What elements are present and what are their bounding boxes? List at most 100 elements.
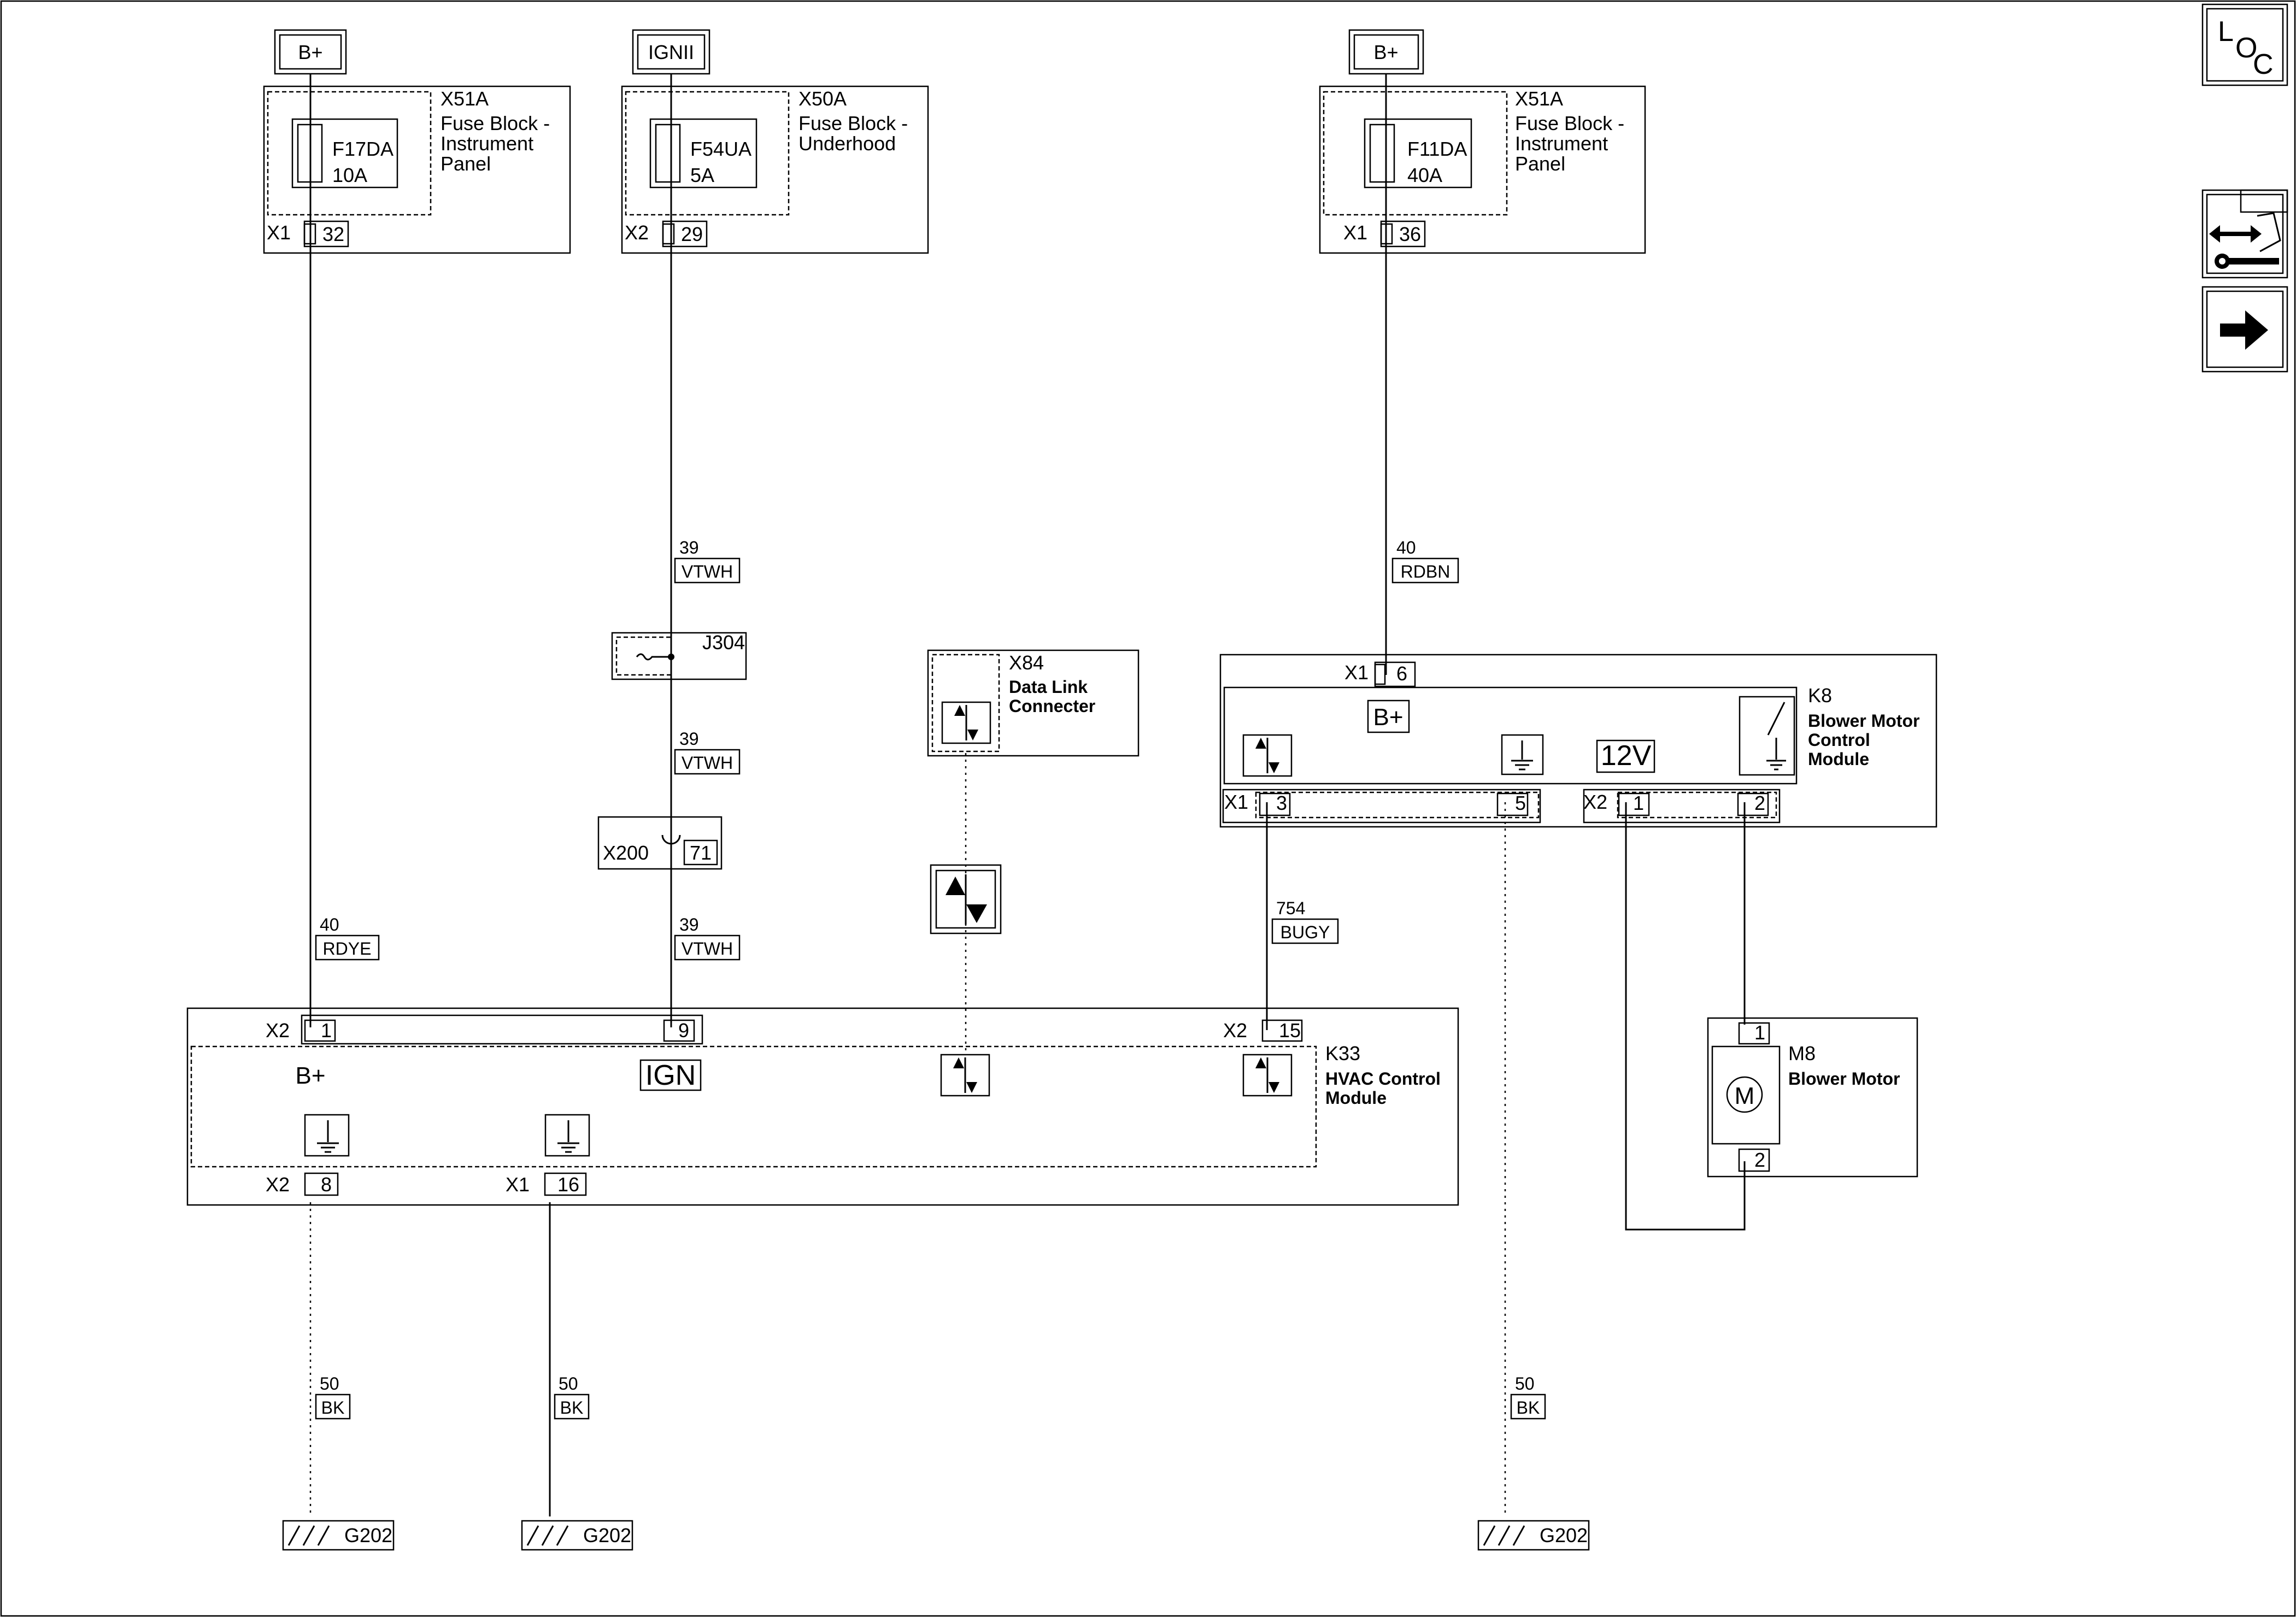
connector-label: X1 [267, 221, 291, 244]
svg-text:C: C [2253, 49, 2274, 80]
fuse-block-x50a: F54UA 5A X50A Fuse Block - Underhood X2 … [621, 85, 929, 254]
pin-number: 3 [1276, 792, 1287, 814]
wire-label-bplus-k8: 40 RDBN [1391, 538, 1459, 584]
supply-label: B+ [298, 41, 322, 63]
component-name: Blower Motor [1788, 1069, 1900, 1089]
fuse-id: F17DA [332, 138, 394, 160]
pin-number: 1 [1633, 792, 1644, 814]
svg-text:BK: BK [321, 1398, 345, 1418]
component-code: X84 [1009, 651, 1044, 674]
component-name: Panel [1515, 152, 1565, 175]
svg-text:O: O [2235, 32, 2257, 64]
connector-label: X2 [266, 1019, 290, 1042]
svg-text:50: 50 [320, 1374, 339, 1393]
svg-text:VTWH: VTWH [682, 562, 733, 581]
wire-label-ign-mid: 39 VTWH [674, 729, 741, 775]
motor-symbol-icon [1726, 1076, 1763, 1113]
wire-label-k8-signal: 754 BUGY [1271, 898, 1339, 944]
wire-label-gnd-3: 50 BK [1510, 1374, 1546, 1420]
ground-g202-1: G202 [282, 1520, 395, 1551]
voltage-label: 12V [1601, 740, 1652, 772]
component-code: X50A [798, 87, 847, 110]
component-code: M8 [1788, 1042, 1816, 1065]
fuse-symbol [655, 124, 681, 183]
hvac-control-module-k33: X2 1 9 X2 15 B+ IGN X2 8 X1 [186, 1007, 1459, 1206]
component-name: Fuse Block - [798, 112, 908, 134]
supply-label: B+ [1373, 41, 1398, 63]
component-code: X51A [441, 87, 489, 110]
svg-text:40: 40 [320, 915, 339, 934]
svg-text:RDYE: RDYE [323, 939, 372, 959]
fuse-rating: 40A [1407, 164, 1442, 186]
wire-label-bplus-k33: 40 RDYE [315, 915, 380, 961]
ground-g202-3: G202 [1477, 1520, 1590, 1551]
ground-symbol-icon [1501, 734, 1544, 775]
pin-number: 8 [321, 1173, 332, 1196]
ground-symbol-icon [544, 1114, 590, 1157]
component-name: Module [1808, 749, 1869, 769]
component-name: Module [1325, 1088, 1387, 1108]
connector-label: X1 [1224, 791, 1248, 813]
fuse-symbol [1369, 124, 1395, 183]
pin-number: 36 [1399, 223, 1421, 245]
svg-text:VTWH: VTWH [682, 753, 733, 773]
bplus-label: B+ [1373, 704, 1403, 731]
wire-label-gnd-1: 50 BK [315, 1374, 351, 1420]
svg-text:39: 39 [679, 729, 699, 749]
svg-text:39: 39 [679, 915, 699, 934]
wire-label-ign-upper: 39 VTWH [674, 538, 741, 584]
pin-number: 6 [1396, 662, 1407, 685]
ground-label: G202 [583, 1524, 631, 1547]
pin-number: 2 [1754, 1149, 1765, 1171]
component-name: Instrument [1515, 132, 1608, 155]
wire-k8-m8-pin2 [1625, 802, 1746, 1231]
pin-number: 1 [321, 1019, 332, 1042]
bidirectional-data-icon [940, 1054, 990, 1097]
wire-label-gnd-2: 50 BK [554, 1374, 590, 1420]
connector-label: X1 [1344, 661, 1369, 684]
ign-label: IGN [645, 1060, 696, 1091]
blower-motor-m8: 1 M 2 M8 Blower Motor [1707, 1017, 1918, 1178]
loc-icon[interactable]: L O C [2201, 3, 2288, 86]
connector-label: X2 [1223, 1019, 1247, 1042]
next-arrow-icon[interactable] [2201, 286, 2288, 373]
component-name: Control [1808, 730, 1870, 750]
connector-label: X2 [266, 1173, 290, 1196]
component-name: Blower Motor [1808, 711, 1919, 731]
svg-text:39: 39 [679, 538, 699, 557]
supply-bplus-left: B+ [274, 29, 347, 75]
ground-label: G202 [344, 1524, 392, 1547]
serial-data-symbol [930, 864, 1002, 934]
component-code: X51A [1515, 87, 1563, 110]
fuse-rating: 5A [690, 164, 714, 186]
wire-label-ign-lower: 39 VTWH [674, 915, 741, 961]
component-name: Fuse Block - [1515, 112, 1624, 134]
ground-symbol-icon [304, 1114, 350, 1157]
ground-label: G202 [1540, 1524, 1588, 1547]
bidirectional-data-icon [941, 701, 991, 744]
svg-text:754: 754 [1276, 898, 1305, 918]
svg-text:50: 50 [1515, 1374, 1535, 1393]
supply-label: IGNII [648, 41, 694, 63]
switch-ground-icon [1739, 696, 1795, 776]
ground-g202-2: G202 [521, 1520, 633, 1551]
svg-text:40: 40 [1396, 538, 1416, 557]
fuse-id: F54UA [690, 138, 751, 160]
connector-view-icon[interactable] [2201, 189, 2288, 279]
component-name: Data Link [1009, 677, 1088, 697]
component-name: Underhood [798, 132, 896, 155]
connector-label: X1 [506, 1173, 530, 1196]
data-link-connector-x84: X84 Data Link Connecter [927, 649, 1140, 757]
fuse-block-x51a-right: F11DA 40A X51A Fuse Block - Instrument P… [1319, 85, 1646, 254]
component-name: Panel [441, 152, 491, 175]
pin-number: 71 [690, 842, 712, 864]
bidirectional-data-icon [1242, 1054, 1293, 1097]
component-name: Fuse Block - [441, 112, 550, 134]
motor-symbol-label: M [1735, 1083, 1755, 1109]
svg-text:BK: BK [560, 1398, 584, 1418]
component-name: Instrument [441, 132, 533, 155]
fuse-id: F11DA [1407, 138, 1467, 160]
component-code: K33 [1325, 1042, 1360, 1065]
pin-number: 32 [322, 223, 344, 245]
